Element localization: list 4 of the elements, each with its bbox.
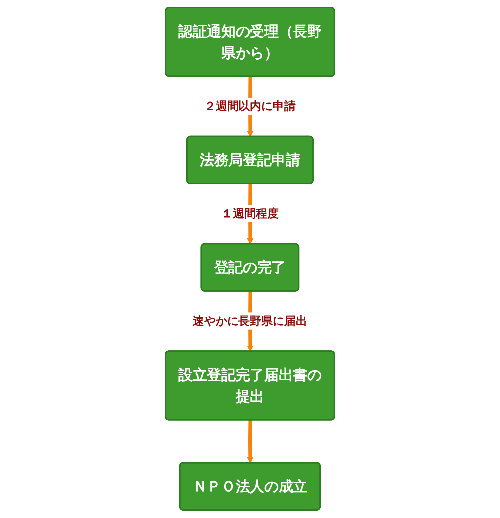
arrow xyxy=(247,420,254,464)
edge-label: １週間程度 xyxy=(221,206,279,220)
edge-label: 速やかに長野県に届出 xyxy=(192,314,308,328)
edge-label: ２週間以内に申請 xyxy=(204,99,296,113)
